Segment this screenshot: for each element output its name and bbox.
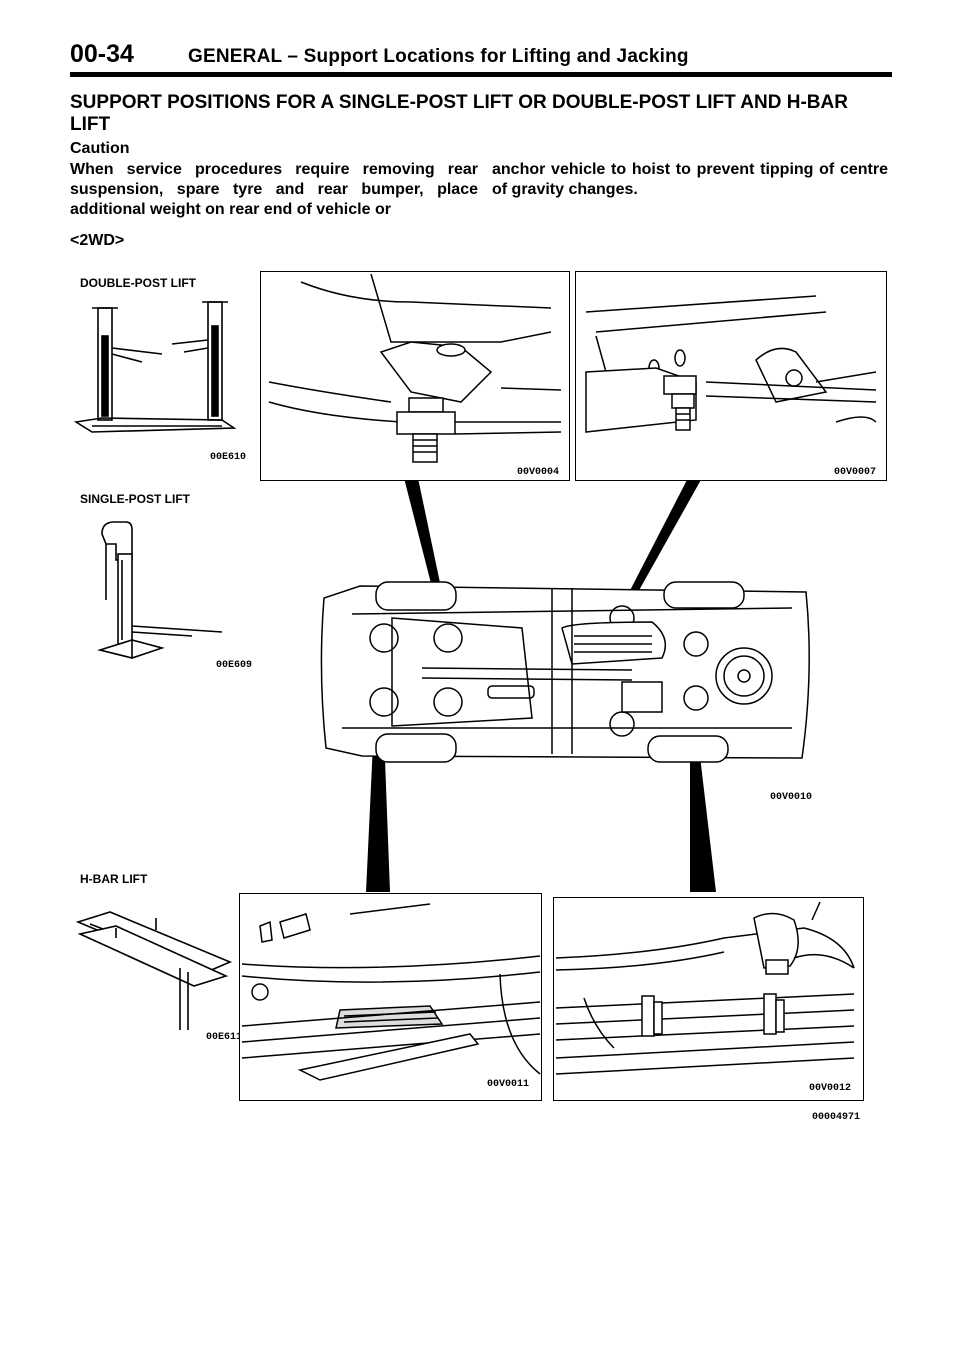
front-top-detail-code: 00V0004 [516,467,559,478]
rear-top-detail-drawing [585,295,877,433]
variant-label: <2WD> [70,232,125,249]
h-bar-lift-illustration [76,911,233,1030]
section-title: SUPPORT POSITIONS FOR A SINGLE-POST LIFT… [70,92,848,135]
single-post-lift-label: SINGLE-POST LIFT [80,492,190,506]
front-top-detail-drawing [268,273,562,463]
double-post-lift-label: DOUBLE-POST LIFT [80,276,196,290]
rear-bottom-detail-drawing [555,901,855,1075]
vehicle-underbody-drawing [320,581,810,763]
front-bottom-detail-drawing [241,903,541,1081]
single-post-lift-illustration [97,521,223,659]
underbody-view-code: 00V0010 [770,792,813,803]
caution-label: Caution [70,140,130,157]
detail-front-bottom: 00V0011 [239,893,542,1101]
caution-text-left: When service procedures require removing… [70,161,478,218]
detail-rear-bottom: 00V0012 [553,897,864,1101]
front-bottom-detail-code: 00V0011 [486,1079,529,1090]
single-post-lift-code: 00E609 [216,660,253,671]
rear-bottom-detail-code: 00V0012 [808,1083,851,1094]
rear-top-detail-code: 00V0007 [833,467,876,478]
h-bar-lift-label: H-BAR LIFT [80,872,148,886]
double-post-lift-illustration [73,301,237,433]
page-header-title: GENERAL – Support Locations for Lifting … [188,46,689,67]
h-bar-lift-code: 00E611 [206,1032,243,1043]
double-post-lift-code: 00E610 [210,452,247,463]
header-rule [70,72,892,77]
detail-rear-top: 00V0007 [575,271,887,481]
page-number: 00-34 [70,40,134,68]
detail-front-top: 00V0004 [260,271,570,481]
caution-text-right: anchor vehicle to hoist to prevent tippi… [492,161,888,198]
figure-code: 00004971 [812,1112,861,1123]
